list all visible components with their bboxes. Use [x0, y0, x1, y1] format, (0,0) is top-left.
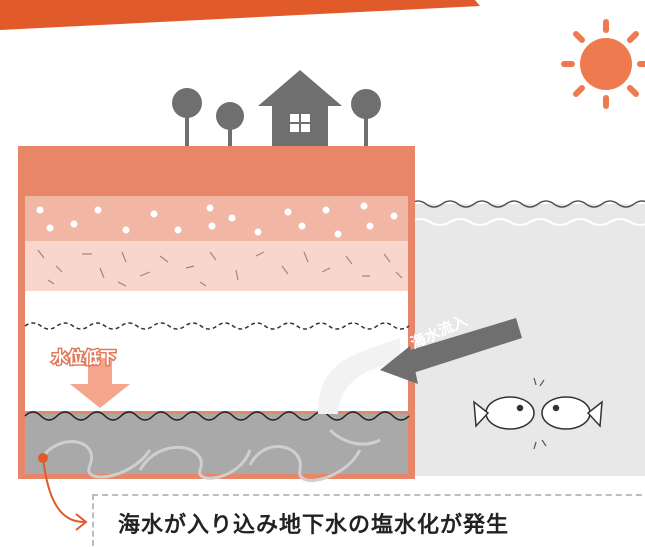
soil-dots [36, 202, 398, 238]
sea-wave-highlight [409, 218, 645, 226]
sun-icon [561, 19, 645, 109]
caption: 海水が入り込み地下水の塩水化が発生 [118, 513, 510, 538]
header-banner [0, 0, 480, 30]
former-water-table [24, 322, 410, 330]
tree-icon [216, 102, 244, 146]
arrow-icon [70, 358, 130, 408]
pointer-line [42, 457, 85, 523]
soil-layer-dashes [25, 241, 408, 291]
caption-box [92, 494, 645, 546]
groundwater-swirls [38, 428, 381, 482]
pointer-arrowhead [75, 513, 88, 531]
tree-icon [172, 88, 202, 146]
soil-dashes [37, 249, 403, 287]
sea-surface-wave [409, 200, 645, 208]
fish-icon [473, 396, 535, 430]
surprise-marks [533, 377, 547, 450]
arrow-icon [380, 318, 522, 384]
tree-icon [351, 89, 381, 146]
intrusion-path [318, 338, 400, 414]
soil-layer-dots [25, 196, 408, 241]
current-water-table [24, 411, 410, 421]
house-icon [258, 70, 342, 146]
water-level-drop-label: 水位低下 [50, 347, 117, 369]
fish-icon [541, 396, 603, 430]
